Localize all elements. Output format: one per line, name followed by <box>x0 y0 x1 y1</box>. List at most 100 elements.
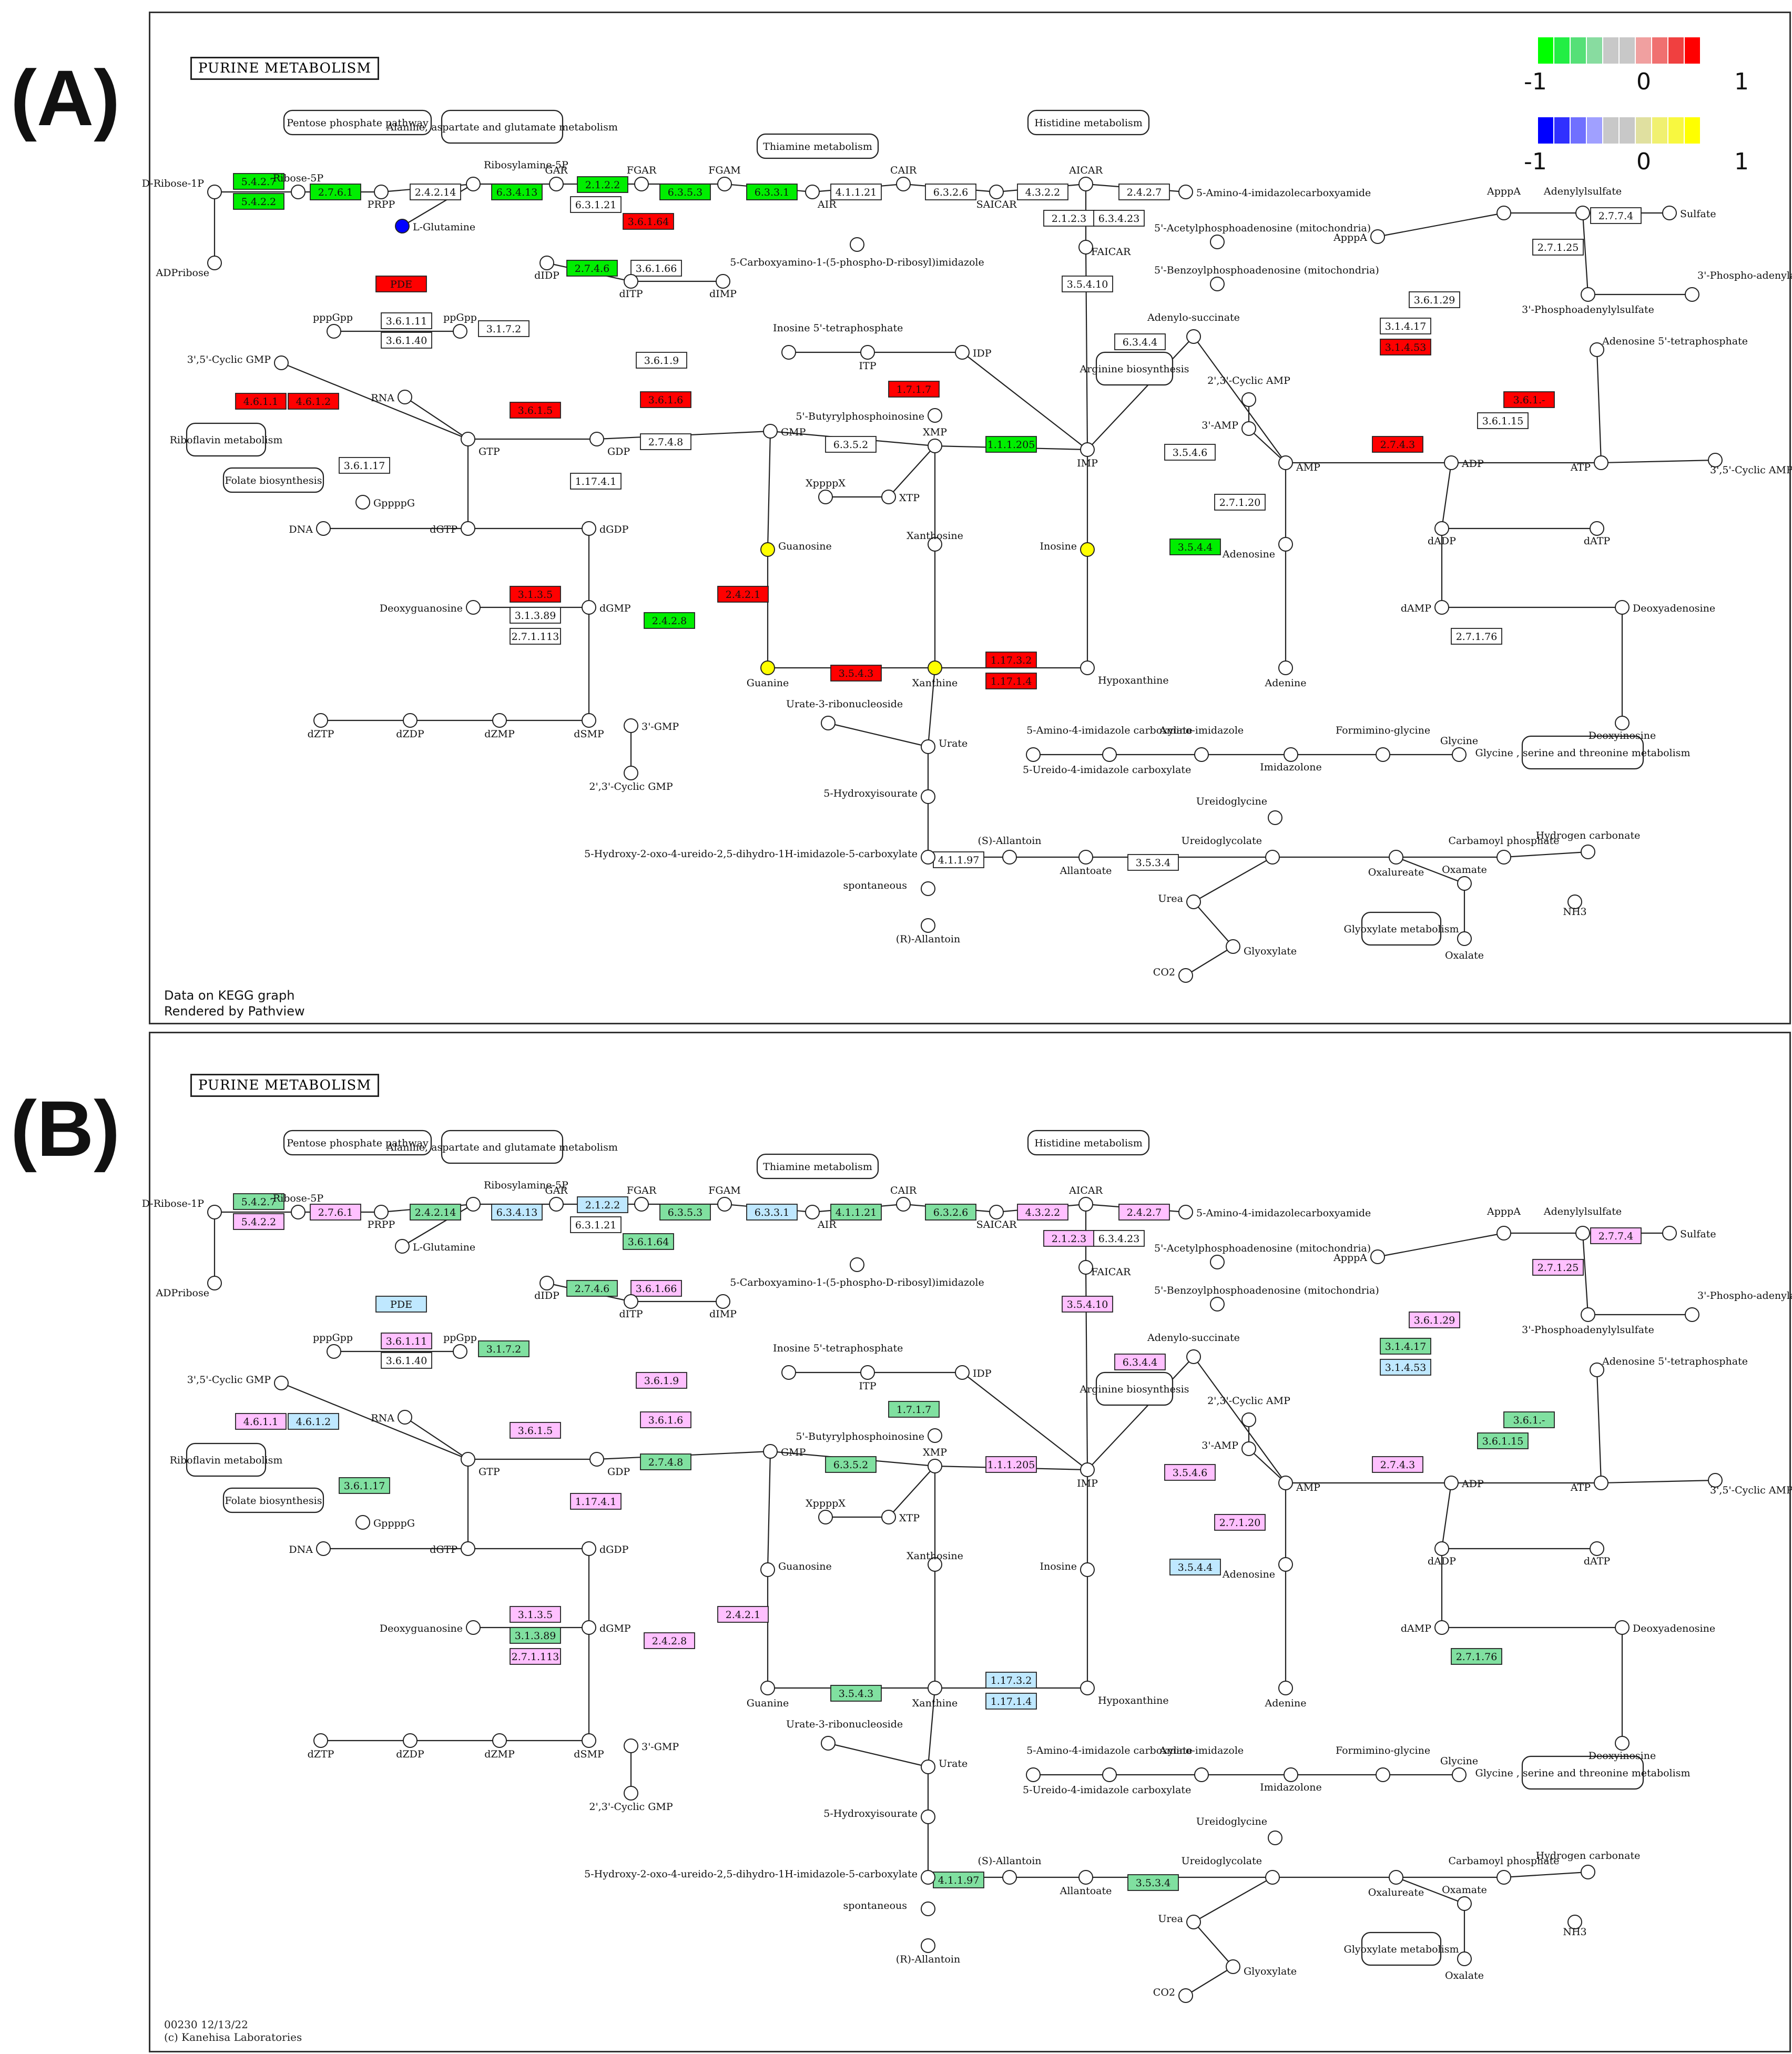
compound-node <box>928 537 942 552</box>
compound-node <box>1389 1870 1403 1885</box>
enzyme-box <box>640 1411 691 1428</box>
compound-node <box>291 185 306 199</box>
compound-node <box>1186 1915 1201 1929</box>
compound-node <box>1278 1681 1293 1695</box>
pathway-link-box <box>1095 351 1174 386</box>
compound-node <box>316 1541 331 1556</box>
reaction-edge <box>888 1466 935 1518</box>
compound-label: Urea <box>1158 893 1183 904</box>
compound-label: Guanosine <box>778 1561 832 1572</box>
compound-node <box>1434 600 1449 615</box>
compound-node <box>921 789 935 804</box>
compound-node <box>582 600 596 615</box>
compound-node <box>1002 1870 1017 1885</box>
reaction-edge <box>404 396 469 440</box>
compound-label: dZTP <box>308 728 334 740</box>
compound-label: dZDP <box>396 1748 424 1760</box>
compound-label: Xanthine <box>912 1697 958 1709</box>
compound-label: 5-Hydroxyisourate <box>823 1808 918 1819</box>
compound-node <box>1080 442 1095 457</box>
compound-node <box>1080 1562 1095 1577</box>
compound-node <box>1178 185 1193 199</box>
compound-node <box>624 1294 638 1309</box>
enzyme-label: 3.5.3.4 <box>1136 1877 1170 1889</box>
enzyme-box <box>478 320 530 337</box>
compound-node <box>860 1365 875 1380</box>
enzyme-box <box>636 1372 687 1389</box>
enzyme-box <box>1380 1338 1431 1355</box>
enzyme-box <box>1093 210 1145 227</box>
compound-node <box>539 256 554 270</box>
compound-label: Ureidoglycine <box>1196 796 1267 807</box>
compound-label: CO2 <box>1153 967 1175 978</box>
enzyme-box <box>577 1196 628 1213</box>
reaction-edge <box>927 667 936 747</box>
compound-label: ATP <box>1570 462 1591 473</box>
compound-label: Oxalureate <box>1368 1887 1424 1898</box>
enzyme-box <box>985 673 1037 689</box>
compound-label: Urate-3-ribonucleoside <box>786 1719 903 1730</box>
compound-node <box>1496 206 1511 220</box>
compound-node <box>291 1205 306 1219</box>
enzyme-box <box>640 1453 691 1470</box>
compound-node <box>1708 1473 1723 1488</box>
enzyme-label: 2.7.4.3 <box>1380 1459 1415 1471</box>
compound-label: XTP <box>899 492 920 504</box>
compound-node <box>860 345 875 360</box>
enzyme-label: 2.7.1.76 <box>1456 1651 1498 1663</box>
compound-label: CAIR <box>890 1185 917 1196</box>
compound-label: dSMP <box>574 1748 604 1760</box>
compound-node <box>1376 747 1390 762</box>
enzyme-label: 1.17.1.4 <box>991 676 1032 687</box>
compound-label: 3'-AMP <box>1202 1440 1238 1451</box>
legend2-min: -1 <box>1524 148 1547 175</box>
compound-node <box>1370 229 1385 244</box>
compound-label: Xanthosine <box>907 530 963 542</box>
compound-label: spontaneous <box>843 1900 907 1911</box>
compound-node <box>928 439 942 453</box>
compound-node <box>921 1760 935 1774</box>
compound-label: PRPP <box>368 199 395 210</box>
reaction-edge <box>1596 1369 1602 1483</box>
enzyme-label: 3.6.1.5 <box>518 405 553 416</box>
compound-label: XMP <box>923 1447 947 1458</box>
enzyme-box <box>381 332 432 349</box>
compound-node <box>716 274 730 289</box>
reaction-edge <box>402 184 474 227</box>
panel-label-a: (A) <box>11 54 120 142</box>
reaction-edge <box>1441 1482 1452 1549</box>
compound-label: Urate <box>939 738 968 749</box>
enzyme-box <box>933 851 984 868</box>
compound-node <box>1615 1620 1630 1635</box>
compound-node <box>1581 1865 1595 1879</box>
compound-node <box>921 1902 935 1916</box>
footer-b-line2: (c) Kanehisa Laboratories <box>164 2031 302 2043</box>
pathway-link-label: Glyoxylate metabolism <box>1344 1944 1459 1955</box>
enzyme-box <box>1114 333 1166 350</box>
compound-label: 5-Amino-4-imidazole carboxylate <box>1026 1745 1193 1756</box>
enzyme-label: 3.6.1.66 <box>636 263 677 274</box>
enzyme-label: 2.7.4.6 <box>575 263 609 274</box>
enzyme-box <box>1164 1464 1216 1481</box>
enzyme-label: 3.1.3.5 <box>518 589 553 601</box>
reaction-edge <box>767 431 771 550</box>
reaction-edge <box>828 722 929 748</box>
enzyme-label: 3.6.1.29 <box>1414 1315 1455 1326</box>
compound-node <box>403 713 418 728</box>
reaction-edge <box>1193 857 1273 902</box>
compound-node <box>207 185 222 199</box>
enzyme-label: 5.4.2.2 <box>241 1216 276 1228</box>
enzyme-label: 2.7.6.1 <box>318 187 353 198</box>
compound-node <box>1080 542 1095 557</box>
compound-label: Deoxyadenosine <box>1633 603 1715 614</box>
compound-node <box>1615 1736 1630 1751</box>
enzyme-label: 2.4.2.1 <box>726 1609 760 1621</box>
legend2-mid: 0 <box>1636 148 1651 175</box>
compound-label: RNA <box>371 1412 394 1424</box>
compound-label: Guanine <box>747 1697 789 1709</box>
compound-node <box>466 1620 481 1635</box>
compound-node <box>1241 421 1256 436</box>
enzyme-box <box>825 436 877 453</box>
compound-node <box>1662 206 1677 220</box>
enzyme-box <box>566 260 618 277</box>
